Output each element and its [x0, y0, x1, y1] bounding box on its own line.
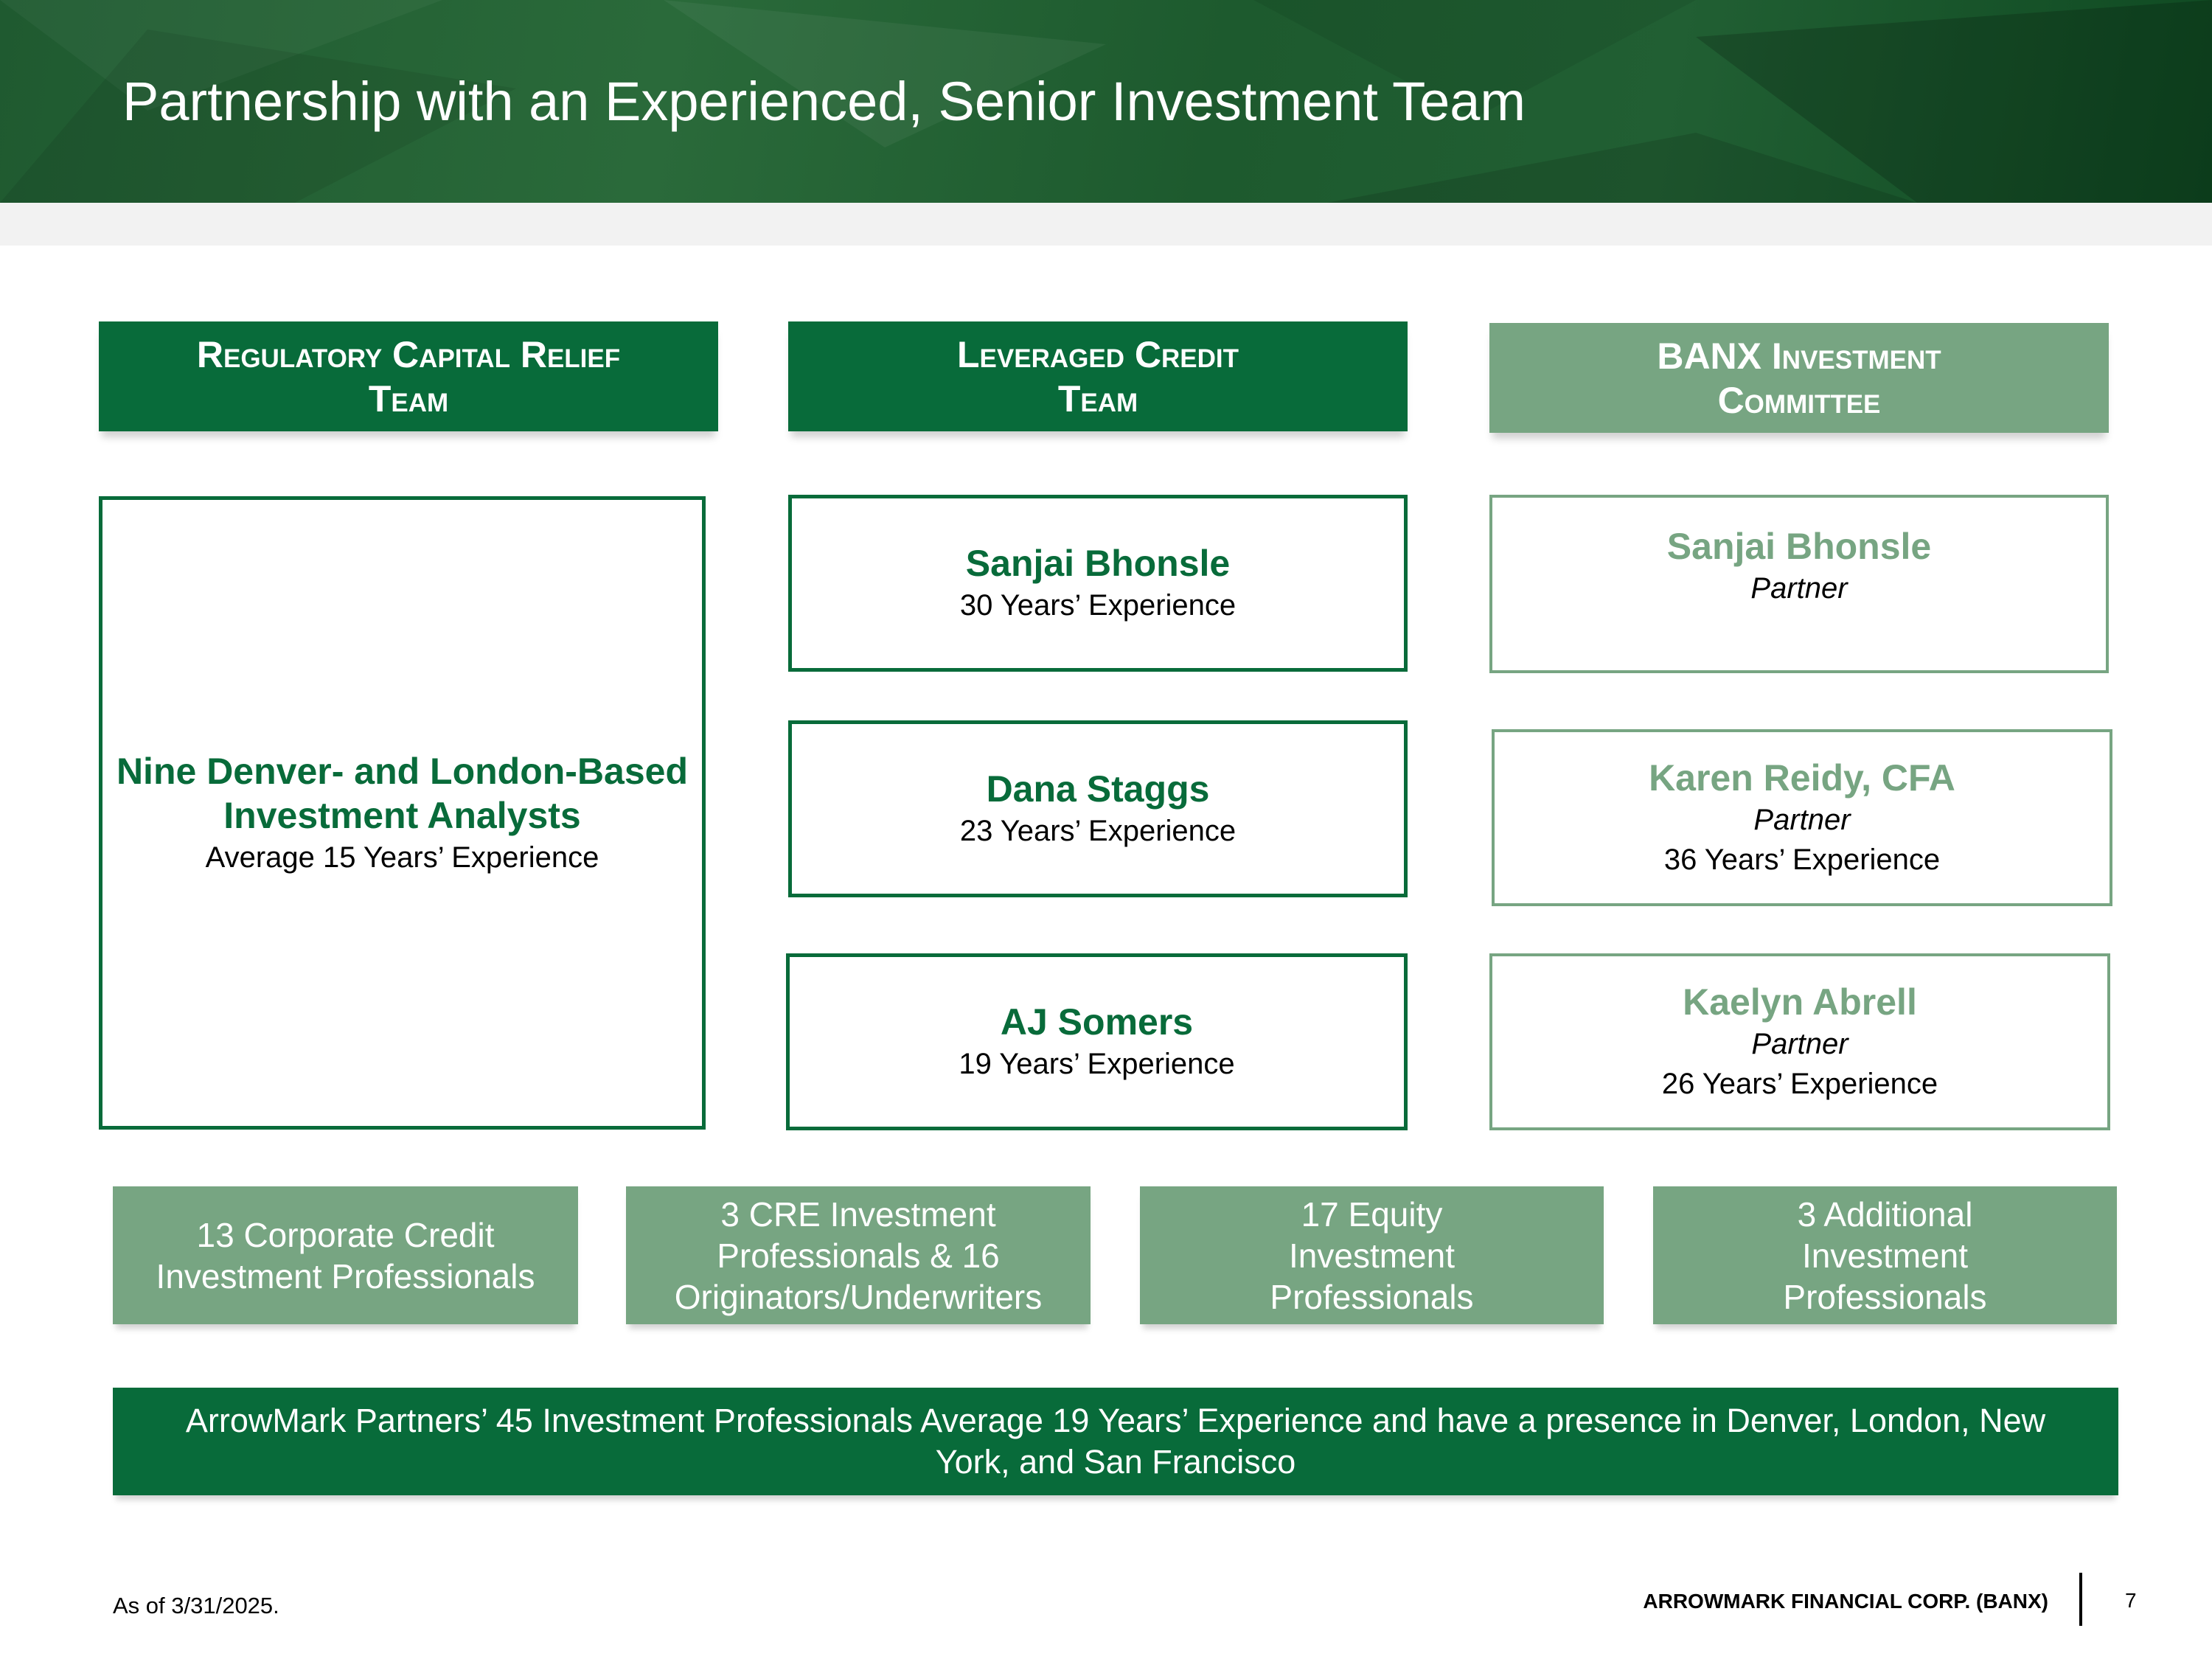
header-line1: BANX Investment: [1657, 335, 1941, 377]
person-name: Sanjai Bhonsle: [1666, 526, 1932, 567]
person-role: Partner: [1751, 1028, 1848, 1060]
person-name: Karen Reidy, CFA: [1649, 757, 1955, 799]
page-title: Partnership with an Experienced, Senior …: [122, 71, 1526, 132]
header-banx-investment-committee: BANX Investment Committee: [1489, 323, 2109, 433]
person-name: AJ Somers: [1000, 1001, 1194, 1043]
person-experience: 26 Years’ Experience: [1661, 1068, 1938, 1100]
polygon-background: [0, 0, 2212, 203]
stat-line1: 3 Additional: [1797, 1194, 1973, 1234]
summary-banner: ArrowMark Partners’ 45 Investment Profes…: [113, 1388, 2118, 1495]
team-experience: Average 15 Years’ Experience: [205, 841, 599, 874]
stat-line2: Investment Professionals: [156, 1256, 535, 1295]
footnote: As of 3/31/2025.: [113, 1593, 279, 1618]
header-line1: Leveraged Credit: [957, 333, 1239, 375]
header-line2: Team: [1057, 378, 1138, 420]
stat-line3: Professionals: [1783, 1277, 1987, 1316]
regulatory-team-card: Nine Denver- and London-Based Investment…: [99, 496, 706, 1130]
company-name: ARROWMARK FINANCIAL CORP. (BANX): [1643, 1590, 2048, 1613]
stat-box-corporate-credit: 13 Corporate Credit Investment Professio…: [113, 1186, 578, 1324]
stat-box-equity: 17 Equity Investment Professionals: [1140, 1186, 1604, 1324]
committee-card: Karen Reidy, CFA Partner 36 Years’ Exper…: [1492, 729, 2112, 906]
person-experience: 30 Years’ Experience: [959, 589, 1237, 622]
person-experience: 36 Years’ Experience: [1663, 844, 1941, 876]
person-name: Kaelyn Abrell: [1683, 981, 1917, 1023]
stat-line3: Originators/Underwriters: [674, 1277, 1043, 1316]
committee-card: Kaelyn Abrell Partner 26 Years’ Experien…: [1489, 953, 2110, 1130]
title-banner: Partnership with an Experienced, Senior …: [0, 0, 2212, 203]
stat-line3: Professionals: [1270, 1277, 1474, 1316]
team-name-line1: Nine Denver- and London-Based: [116, 750, 689, 792]
stat-box-additional: 3 Additional Investment Professionals: [1653, 1186, 2117, 1324]
header-leveraged-credit-team: Leveraged Credit Team: [788, 321, 1408, 431]
banner-line2: York, and San Francisco: [935, 1443, 1296, 1481]
banner-line1: ArrowMark Partners’ 45 Investment Profes…: [185, 1402, 2046, 1439]
person-experience: 19 Years’ Experience: [959, 1048, 1235, 1080]
header-regulatory-capital-relief-team: Regulatory Capital Relief Team: [99, 321, 718, 431]
stat-line1: 3 CRE Investment: [720, 1194, 996, 1234]
person-role: Partner: [1750, 572, 1848, 605]
grey-band: [0, 203, 2212, 246]
stat-line1: 17 Equity: [1301, 1194, 1443, 1234]
person-card: Dana Staggs 23 Years’ Experience: [788, 720, 1408, 897]
committee-card: Sanjai Bhonsle Partner: [1489, 495, 2109, 673]
stat-line2: Investment: [1802, 1236, 1968, 1275]
page-number: 7: [2125, 1589, 2137, 1612]
header-line2: Team: [368, 378, 449, 420]
stat-line1: 13 Corporate Credit: [196, 1215, 495, 1254]
footer-divider: [2079, 1573, 2082, 1626]
person-name: Sanjai Bhonsle: [965, 543, 1231, 584]
person-role: Partner: [1753, 804, 1851, 836]
stat-line2: Investment: [1289, 1236, 1455, 1275]
person-name: Dana Staggs: [986, 768, 1210, 810]
header-line2: Committee: [1717, 379, 1881, 421]
header-line1: Regulatory Capital Relief: [196, 333, 621, 375]
stat-line2: Professionals & 16: [717, 1236, 1000, 1275]
person-card: AJ Somers 19 Years’ Experience: [786, 953, 1408, 1130]
person-card: Sanjai Bhonsle 30 Years’ Experience: [788, 495, 1408, 672]
stat-box-cre: 3 CRE Investment Professionals & 16 Orig…: [626, 1186, 1091, 1324]
team-name-line2: Investment Analysts: [223, 794, 581, 836]
person-experience: 23 Years’ Experience: [959, 815, 1237, 847]
